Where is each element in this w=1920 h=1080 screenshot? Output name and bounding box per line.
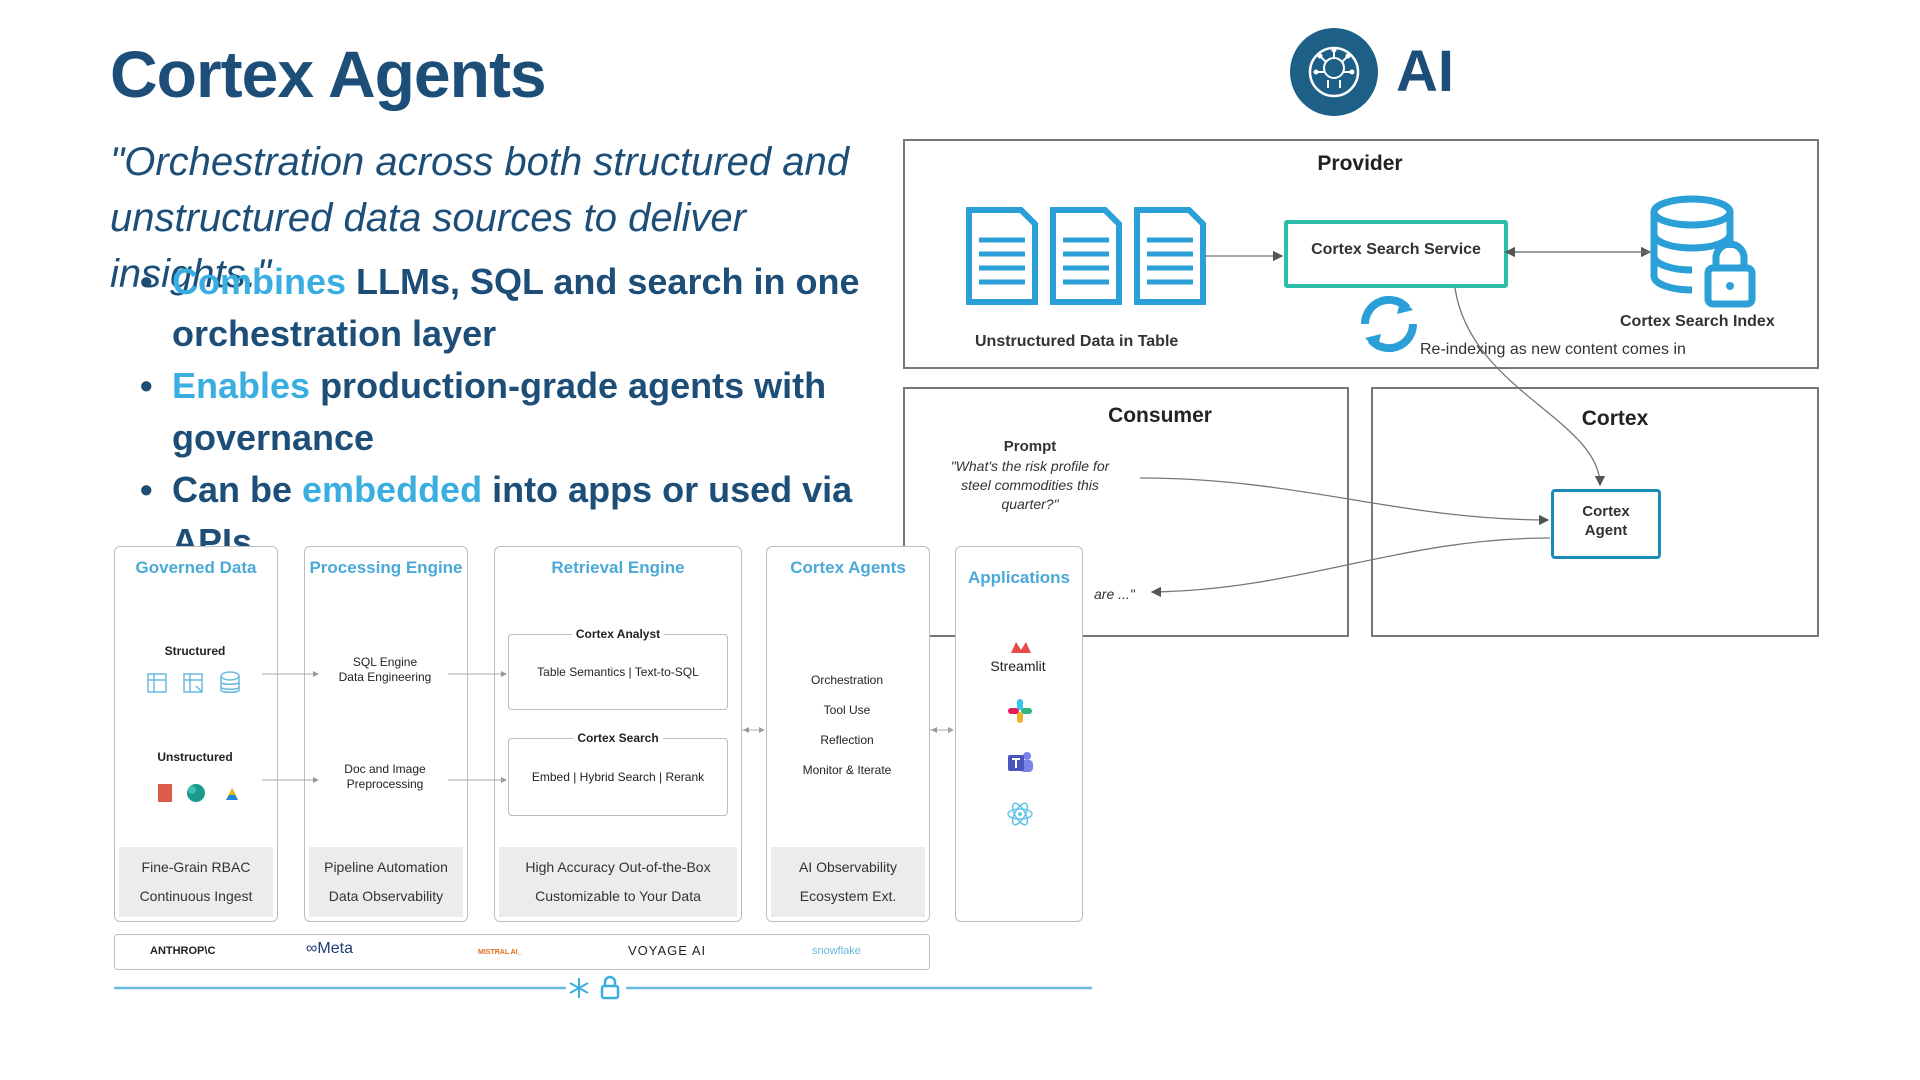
unstructured-data-icons bbox=[158, 784, 238, 802]
structured-label: Structured bbox=[164, 644, 226, 658]
search-detail: Embed | Hybrid Search | Rerank bbox=[531, 770, 705, 784]
meta-logo: ∞Meta bbox=[306, 940, 353, 957]
cortex-analyst-label: Cortex Analyst bbox=[508, 627, 728, 642]
agent-item: Reflection bbox=[820, 733, 874, 747]
agent-item: Tool Use bbox=[823, 703, 871, 717]
unstructured-label: Unstructured bbox=[157, 750, 233, 764]
mistral-logo: MISTRAL AI_ bbox=[478, 949, 522, 956]
agent-item: Monitor & Iterate bbox=[802, 763, 892, 777]
refresh-icon bbox=[1360, 295, 1418, 353]
column-applications: Applications bbox=[955, 546, 1083, 922]
bullet-item: Combines LLMs, SQL and search in one orc… bbox=[140, 256, 930, 360]
snowflake-logo: snowflake bbox=[812, 945, 861, 957]
model-logo-strip bbox=[114, 934, 930, 970]
slack-icon bbox=[1008, 699, 1032, 723]
teams-icon bbox=[1008, 752, 1033, 772]
cortex-analyst-box bbox=[508, 634, 728, 710]
prompt-label: Prompt bbox=[1003, 438, 1057, 455]
cortex-search-label: Cortex Search bbox=[508, 731, 728, 746]
document-icons bbox=[966, 207, 1206, 305]
cortex-search-service-box bbox=[1284, 220, 1508, 288]
ai-label: AI bbox=[1396, 39, 1454, 104]
bullet-item: Enables production-grade agents with gov… bbox=[140, 360, 930, 464]
ai-brain-icon bbox=[1290, 28, 1378, 116]
agent-item: Orchestration bbox=[810, 673, 884, 687]
snowflake-lock-icon bbox=[566, 975, 626, 1001]
react-icon bbox=[1007, 802, 1033, 826]
database-lock-icon bbox=[1650, 195, 1756, 308]
structured-data-icons bbox=[147, 671, 240, 693]
cortex-agent-label: Cortex Agent bbox=[1582, 503, 1630, 539]
analyst-detail: Table Semantics | Text-to-SQL bbox=[537, 665, 699, 679]
cortex-label: Cortex bbox=[1581, 407, 1649, 430]
prompt-text: "What's the risk profile for steel commo… bbox=[950, 458, 1110, 512]
cortex-agent-box bbox=[1551, 489, 1661, 559]
streamlit-icon bbox=[1011, 642, 1031, 653]
anthropic-logo: ANTHROP\C bbox=[150, 945, 216, 957]
slide-title: Cortex Agents bbox=[110, 37, 547, 111]
provider-label: Provider bbox=[1317, 152, 1403, 175]
bullet-list: Combines LLMs, SQL and search in one orc… bbox=[140, 256, 930, 568]
cortex-search-box bbox=[508, 738, 728, 816]
cortex-search-index-label: Cortex Search Index bbox=[1620, 313, 1775, 330]
answer-fragment: are ..." bbox=[1094, 586, 1135, 602]
cortex-search-service-label: Cortex Search Service bbox=[1311, 241, 1481, 258]
reindex-label: Re-indexing as new content comes in bbox=[1420, 341, 1686, 358]
voyage-logo: VOYAGE AI bbox=[628, 943, 707, 958]
unstructured-data-label: Unstructured Data in Table bbox=[975, 333, 1179, 350]
streamlit-label: Streamlit bbox=[990, 658, 1046, 674]
consumer-label: Consumer bbox=[1108, 404, 1212, 427]
